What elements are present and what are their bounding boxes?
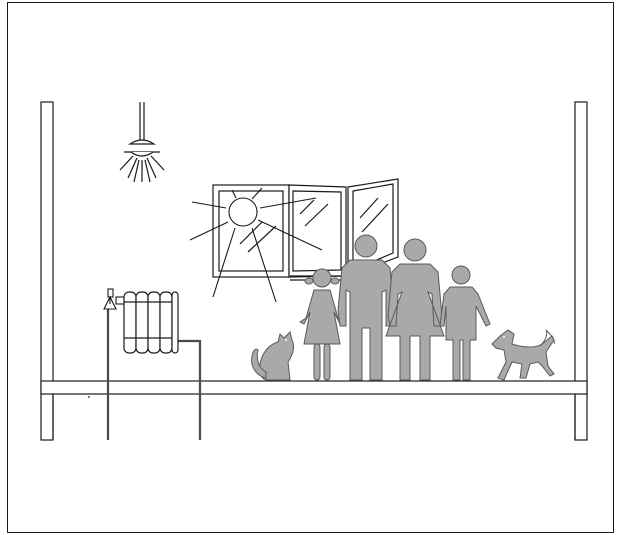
floor-slab	[40, 380, 588, 440]
figure-frame	[7, 2, 614, 533]
dog-icon	[491, 329, 555, 381]
floor-dot	[88, 396, 90, 398]
left-wall	[40, 101, 54, 441]
girl-figure	[299, 268, 345, 381]
figures-group	[251, 234, 555, 381]
boy-figure	[439, 265, 491, 381]
sun-icon	[189, 187, 323, 303]
radiator-icon	[123, 291, 179, 354]
thermostatic-valve-icon	[103, 288, 127, 310]
heating-pipes	[106, 306, 202, 440]
cat-icon	[251, 331, 295, 381]
woman-figure	[385, 238, 445, 381]
right-wall	[574, 101, 588, 441]
ceiling-lamp-icon	[119, 102, 165, 183]
